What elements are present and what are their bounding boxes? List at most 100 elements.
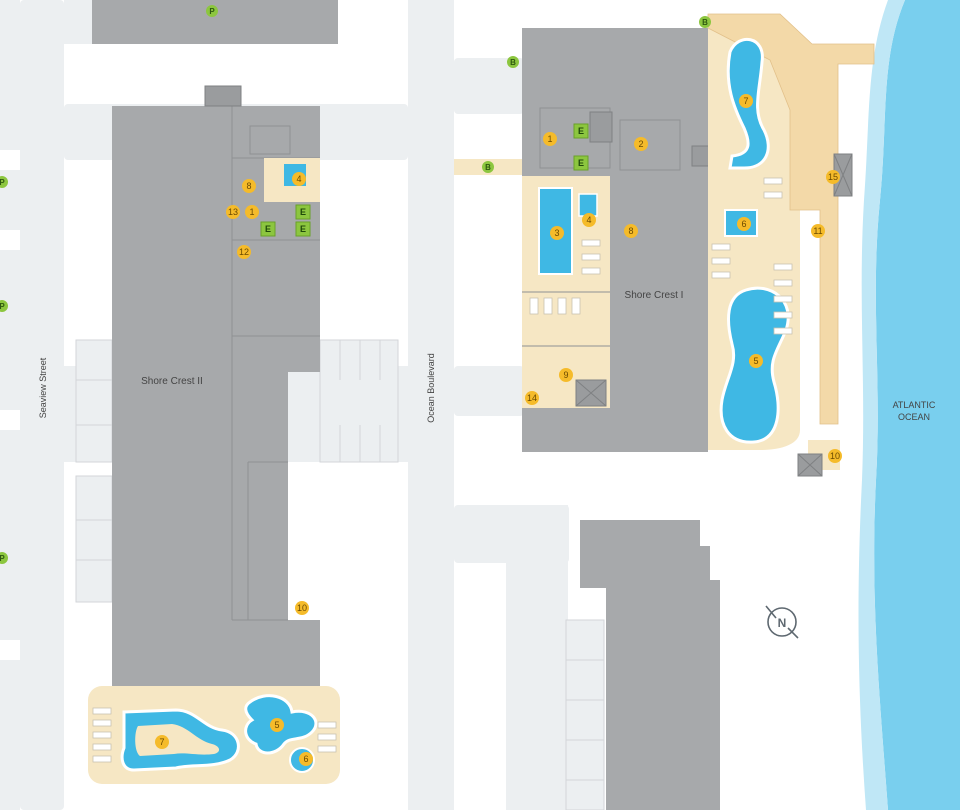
- marker-circle: [737, 217, 751, 231]
- amenity-marker-7[interactable]: 7: [155, 735, 169, 749]
- marker-number: 9: [563, 370, 568, 380]
- elevator-letter: E: [578, 126, 584, 136]
- amenity-marker-10[interactable]: 10: [295, 601, 309, 615]
- marker-circle: [582, 213, 596, 227]
- shore-crest-i-indoor-chairs: [529, 239, 601, 315]
- south-building: [580, 520, 720, 810]
- shore-crest-i-label: Shore Crest I: [625, 290, 684, 301]
- marker-circle: [543, 132, 557, 146]
- amenity-marker-10[interactable]: 10: [828, 449, 842, 463]
- marker-number: 3: [554, 228, 559, 238]
- pin-circle: [0, 552, 8, 564]
- shore-crest-ii-label: Shore Crest II: [141, 376, 203, 387]
- pin-circle: [507, 56, 519, 68]
- ocean-shoreline: [858, 0, 905, 810]
- amenity-marker-14[interactable]: 14: [525, 391, 539, 405]
- amenity-marker-9[interactable]: 9: [559, 368, 573, 382]
- pin-letter: P: [209, 7, 215, 16]
- marker-number: 14: [527, 393, 537, 403]
- seaview-street-label: Seaview Street: [38, 357, 48, 418]
- amenity-marker-7[interactable]: 7: [739, 94, 753, 108]
- marker-number: 6: [741, 219, 746, 229]
- marker-circle: [634, 137, 648, 151]
- parking-pin[interactable]: P: [0, 552, 8, 564]
- elevator-square: [260, 221, 276, 237]
- marker-number: 4: [296, 174, 301, 184]
- marker-number: 13: [228, 207, 238, 217]
- shore-crest-i-stairs-north: [589, 111, 613, 143]
- amenity-marker-1[interactable]: 1: [543, 132, 557, 146]
- marker-number: 6: [303, 754, 308, 764]
- elevator-square: [295, 221, 311, 237]
- marker-circle: [245, 205, 259, 219]
- parking-stalls: [75, 339, 605, 810]
- beach-access-pin[interactable]: B: [699, 16, 711, 28]
- amenity-marker-5[interactable]: 5: [270, 718, 284, 732]
- amenity-marker-15[interactable]: 15: [826, 170, 840, 184]
- marker-number: 10: [830, 451, 840, 461]
- beach-access-pin[interactable]: B: [507, 56, 519, 68]
- amenity-marker-3[interactable]: 3: [550, 226, 564, 240]
- marker-circle: [624, 224, 638, 238]
- marker-number: 4: [586, 215, 591, 225]
- marker-number: 12: [239, 247, 249, 257]
- elevator-tag[interactable]: E: [295, 221, 311, 237]
- shore-crest-ii-stairs-top: [204, 85, 242, 107]
- amenity-marker-13[interactable]: 13: [226, 205, 240, 219]
- pin-circle: [482, 161, 494, 173]
- amenity-marker-6[interactable]: 6: [299, 752, 313, 766]
- pin-letter: B: [485, 163, 491, 172]
- marker-number: 15: [828, 172, 838, 182]
- lounge-chairs-west: [92, 707, 112, 763]
- amenity-marker-4[interactable]: 4: [582, 213, 596, 227]
- amenity-marker-5[interactable]: 5: [749, 354, 763, 368]
- marker-circle: [811, 224, 825, 238]
- elevator-letter: E: [265, 224, 271, 234]
- marker-number: 8: [628, 226, 633, 236]
- elevator-square: [573, 123, 589, 139]
- elevator-square: [295, 204, 311, 220]
- marker-circle: [242, 179, 256, 193]
- amenity-marker-8[interactable]: 8: [624, 224, 638, 238]
- marker-circle: [739, 94, 753, 108]
- amenity-marker-11[interactable]: 11: [811, 224, 825, 238]
- marker-number: 10: [297, 603, 307, 613]
- pin-circle: [206, 5, 218, 17]
- pin-circle: [0, 300, 8, 312]
- marker-number: 5: [753, 356, 758, 366]
- pin-letter: B: [702, 18, 708, 27]
- marker-circle: [749, 354, 763, 368]
- amenity-marker-12[interactable]: 12: [237, 245, 251, 259]
- parking-pin[interactable]: P: [0, 176, 8, 188]
- shore-crest-i-spa-pool: [578, 193, 598, 217]
- marker-circle: [292, 172, 306, 186]
- marker-number: 1: [249, 207, 254, 217]
- amenity-marker-2[interactable]: 2: [634, 137, 648, 151]
- compass-north-letter: N: [778, 616, 787, 630]
- marker-circle: [299, 752, 313, 766]
- shore-crest-ii-building: [112, 106, 320, 688]
- marker-circle: [237, 245, 251, 259]
- pin-letter: B: [510, 58, 516, 67]
- amenity-marker-4[interactable]: 4: [292, 172, 306, 186]
- amenity-marker-1[interactable]: 1: [245, 205, 259, 219]
- marker-number: 7: [743, 96, 748, 106]
- elevator-tag[interactable]: E: [260, 221, 276, 237]
- amenity-marker-8[interactable]: 8: [242, 179, 256, 193]
- lazy-river-island: [135, 724, 220, 756]
- pin-letter: P: [0, 178, 5, 187]
- elevator-tag[interactable]: E: [295, 204, 311, 220]
- marker-number: 1: [547, 134, 552, 144]
- marker-circle: [559, 368, 573, 382]
- beach-pavilion-15-x: [833, 153, 853, 197]
- elevator-tag[interactable]: E: [573, 123, 589, 139]
- parking-pin[interactable]: P: [206, 5, 218, 17]
- amenity-marker-6[interactable]: 6: [737, 217, 751, 231]
- elevator-tag[interactable]: E: [573, 155, 589, 171]
- pin-letter: P: [0, 554, 5, 563]
- parking-pin[interactable]: P: [0, 300, 8, 312]
- beach-pavilion-10-x: [797, 453, 823, 477]
- beach-access-pin[interactable]: B: [482, 161, 494, 173]
